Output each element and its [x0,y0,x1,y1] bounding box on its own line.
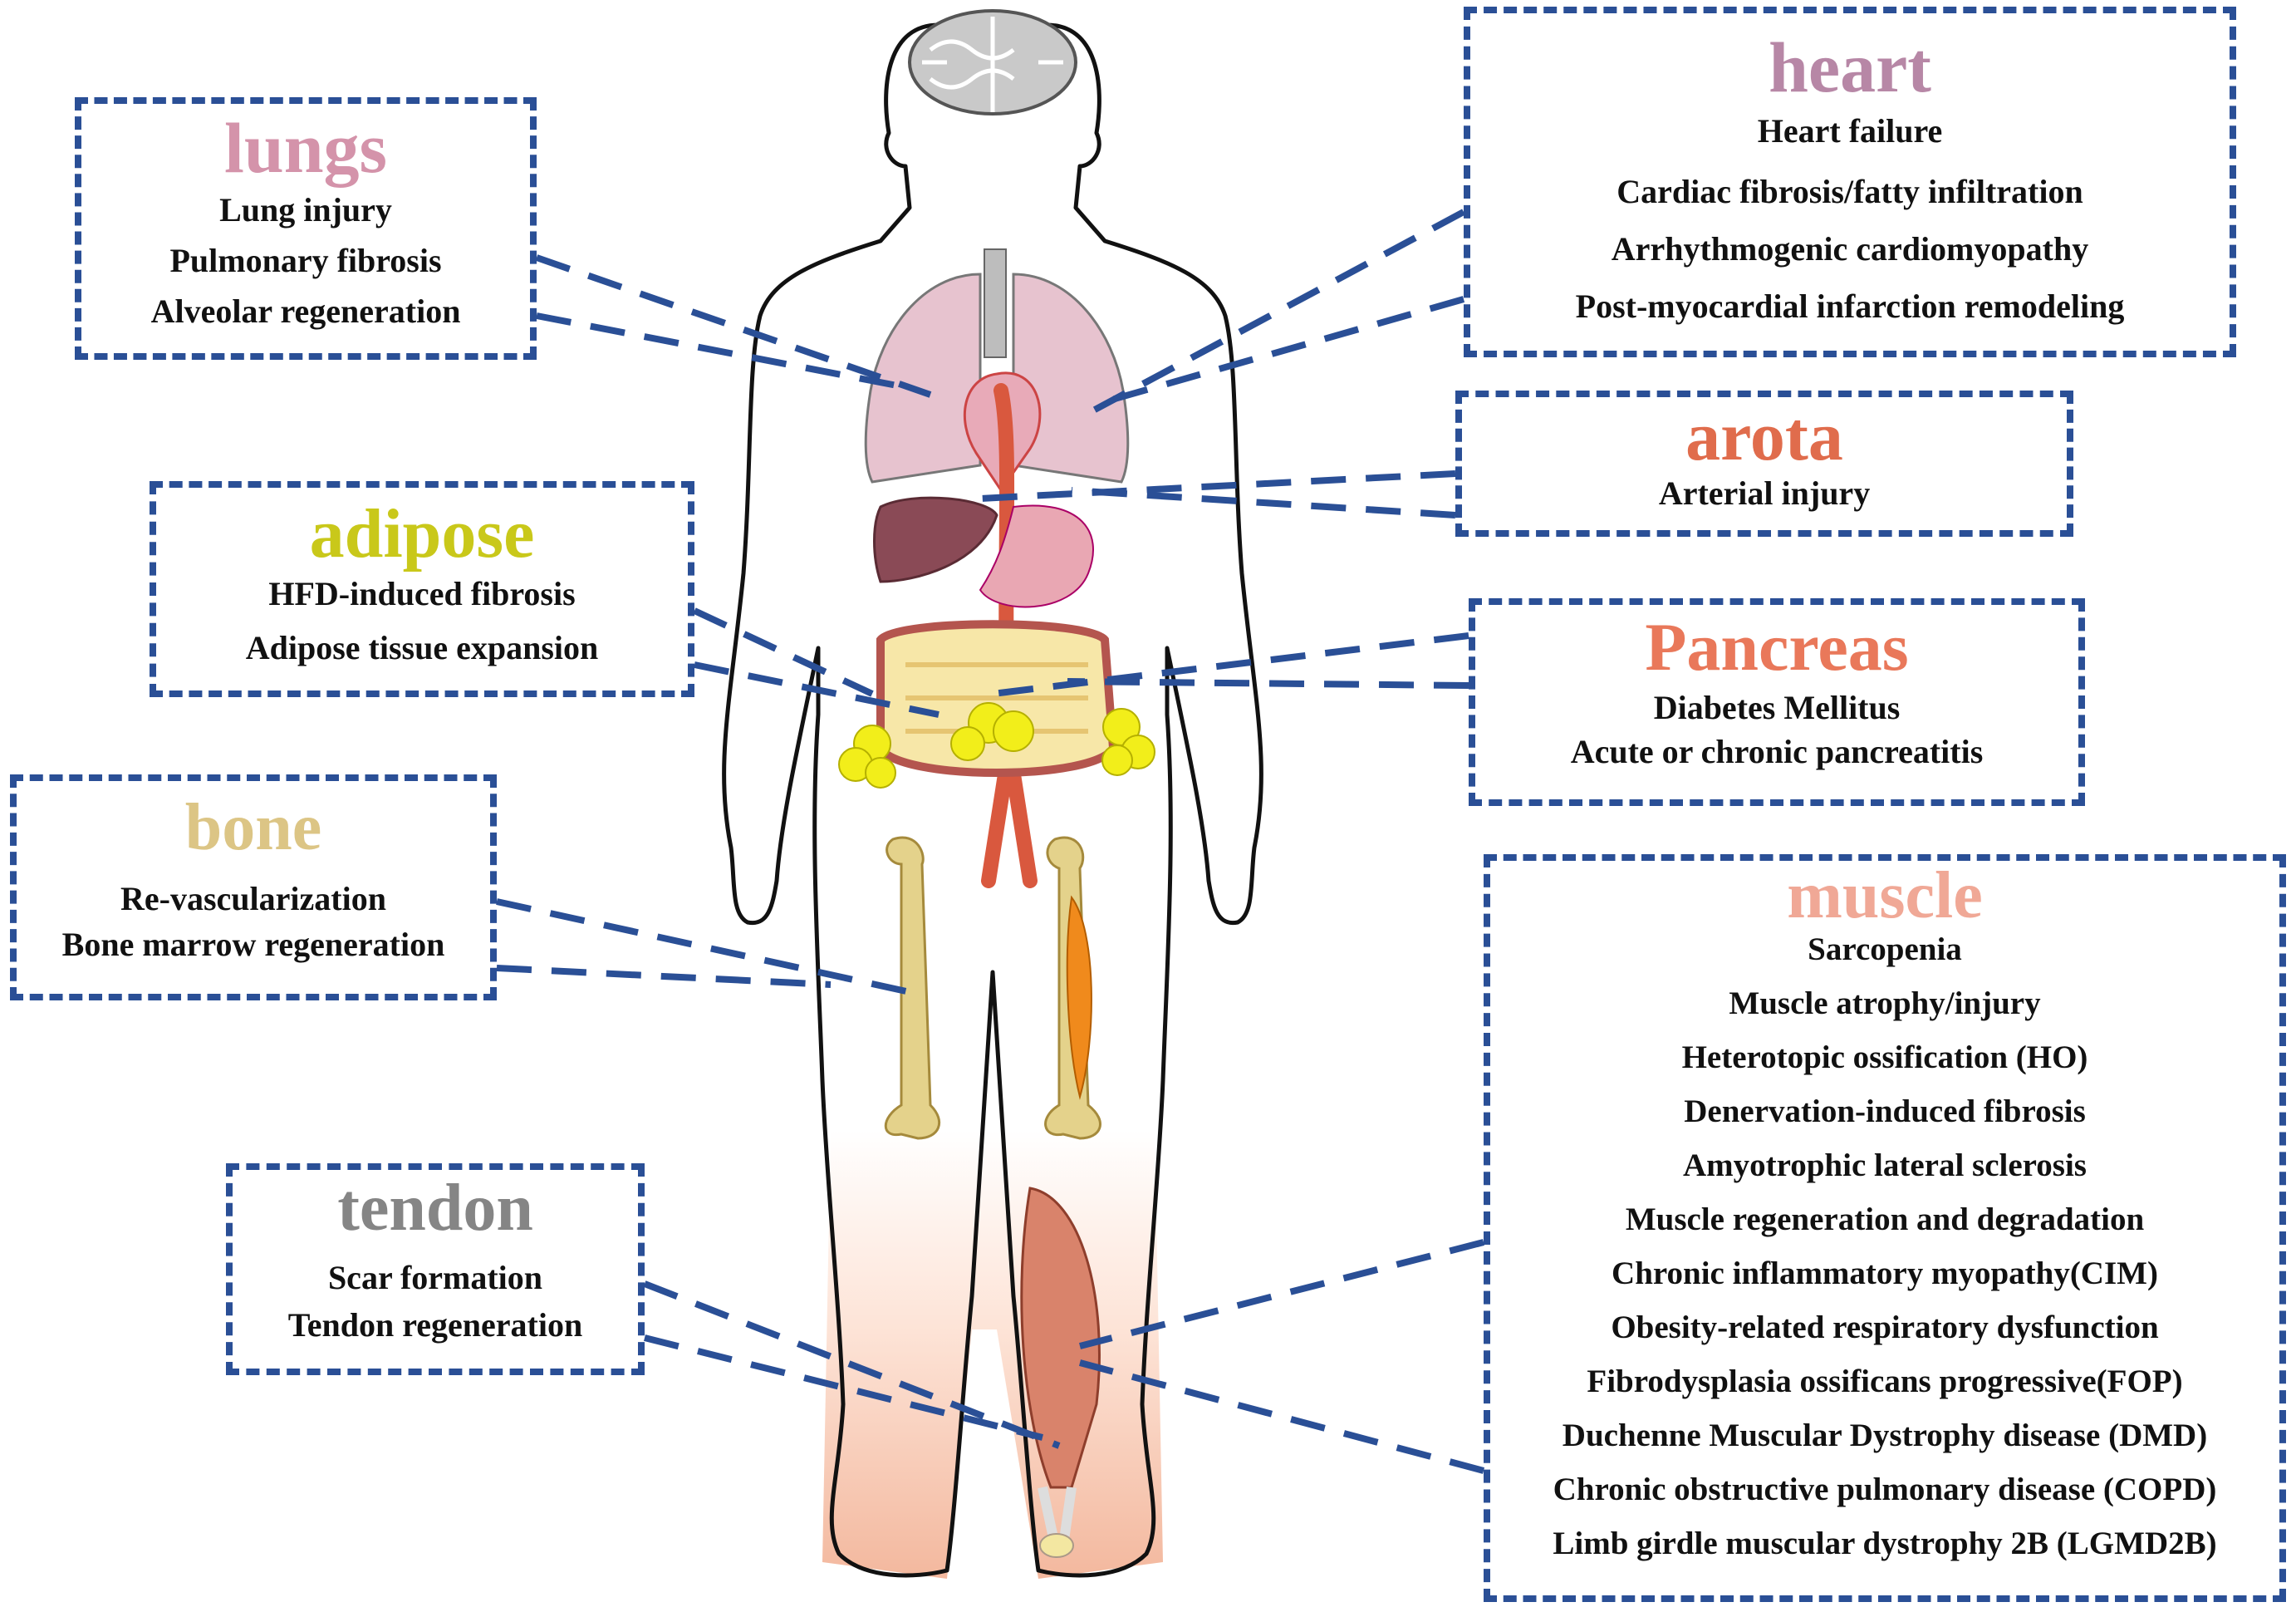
intestine-icon [876,620,1118,777]
tendon-title: tendon [337,1172,533,1245]
bone-item: Re-vascularization [120,880,386,917]
muscle-item: Duchenne Muscular Dystrophy disease (DMD… [1562,1418,2208,1453]
aorta-box: arota Arterial injury [1455,391,2073,537]
lungs-box: lungs Lung injury Pulmonary fibrosis Alv… [75,97,537,360]
lungs-item: Pulmonary fibrosis [169,242,442,280]
muscle-item: Heterotopic ossification (HO) [1681,1039,2088,1075]
muscle-item: Sarcopenia [1808,931,1962,967]
aorta-item: Arterial injury [1658,474,1871,513]
heart-box: heart Heart failure Cardiac fibrosis/fat… [1464,7,2236,357]
muscle-item: Fibrodysplasia ossificans progressive(FO… [1587,1364,2183,1399]
lungs-item: Alveolar regeneration [150,292,461,331]
muscle-item: Chronic obstructive pulmonary disease (C… [1553,1472,2217,1507]
muscle-item: Amyotrophic lateral sclerosis [1683,1148,2087,1183]
adipose-item: HFD-induced fibrosis [268,575,576,613]
pancreas-title: Pancreas [1645,609,1909,685]
adipose-box: adipose HFD-induced fibrosis Adipose tis… [150,481,694,697]
heart-title: heart [1769,27,1931,107]
heart-item: Heart failure [1757,112,1943,150]
heart-item: Cardiac fibrosis/fatty infiltration [1617,173,2083,211]
muscle-item: Chronic inflammatory myopathy(CIM) [1612,1256,2158,1291]
stomach-icon [979,504,1094,608]
body-outline [722,10,1263,1578]
pancreas-box: Pancreas Diabetes Mellitus Acute or chro… [1469,598,2085,806]
muscle-item: Muscle atrophy/injury [1729,985,2041,1021]
brain-icon [908,9,1077,115]
connector-lines [496,209,1485,1474]
aorta-title: arota [1685,398,1843,475]
lungs-icon [864,273,1130,484]
adipose-title: adipose [309,495,535,573]
muscle-item: Denervation-induced fibrosis [1684,1093,2086,1129]
muscle-icon [1066,895,1092,1100]
pancreas-item: Diabetes Mellitus [1653,689,1901,727]
muscle-item: Limb girdle muscular dystrophy 2B (LGMD2… [1553,1526,2217,1561]
bone-title: bone [184,791,322,864]
bone-box: bone Re-vascularization Bone marrow rege… [10,774,497,1000]
muscle-title: muscle [1787,859,1983,932]
heart-item: Arrhythmogenic cardiomyopathy [1611,230,2089,268]
adipose-item: Adipose tissue expansion [245,629,599,667]
muscle-item: Obesity-related respiratory dysfunction [1611,1310,2159,1345]
bone-item: Bone marrow regeneration [61,926,445,963]
muscle-item: Muscle regeneration and degradation [1625,1202,2145,1237]
tendon-item: Tendon regeneration [287,1306,583,1344]
lungs-item: Lung injury [219,191,392,229]
liver-icon [873,496,998,583]
lungs-title: lungs [223,108,388,188]
tendon-item: Scar formation [327,1259,543,1296]
adipose-icon [838,702,1155,789]
heart-item: Post-myocardial infarction remodeling [1575,287,2125,326]
muscle-box: muscle Sarcopenia Muscle atrophy/injury … [1484,854,2286,1602]
tendon-box: tendon Scar formation Tendon regeneratio… [226,1163,645,1375]
pancreas-item: Acute or chronic pancreatitis [1570,733,1984,771]
